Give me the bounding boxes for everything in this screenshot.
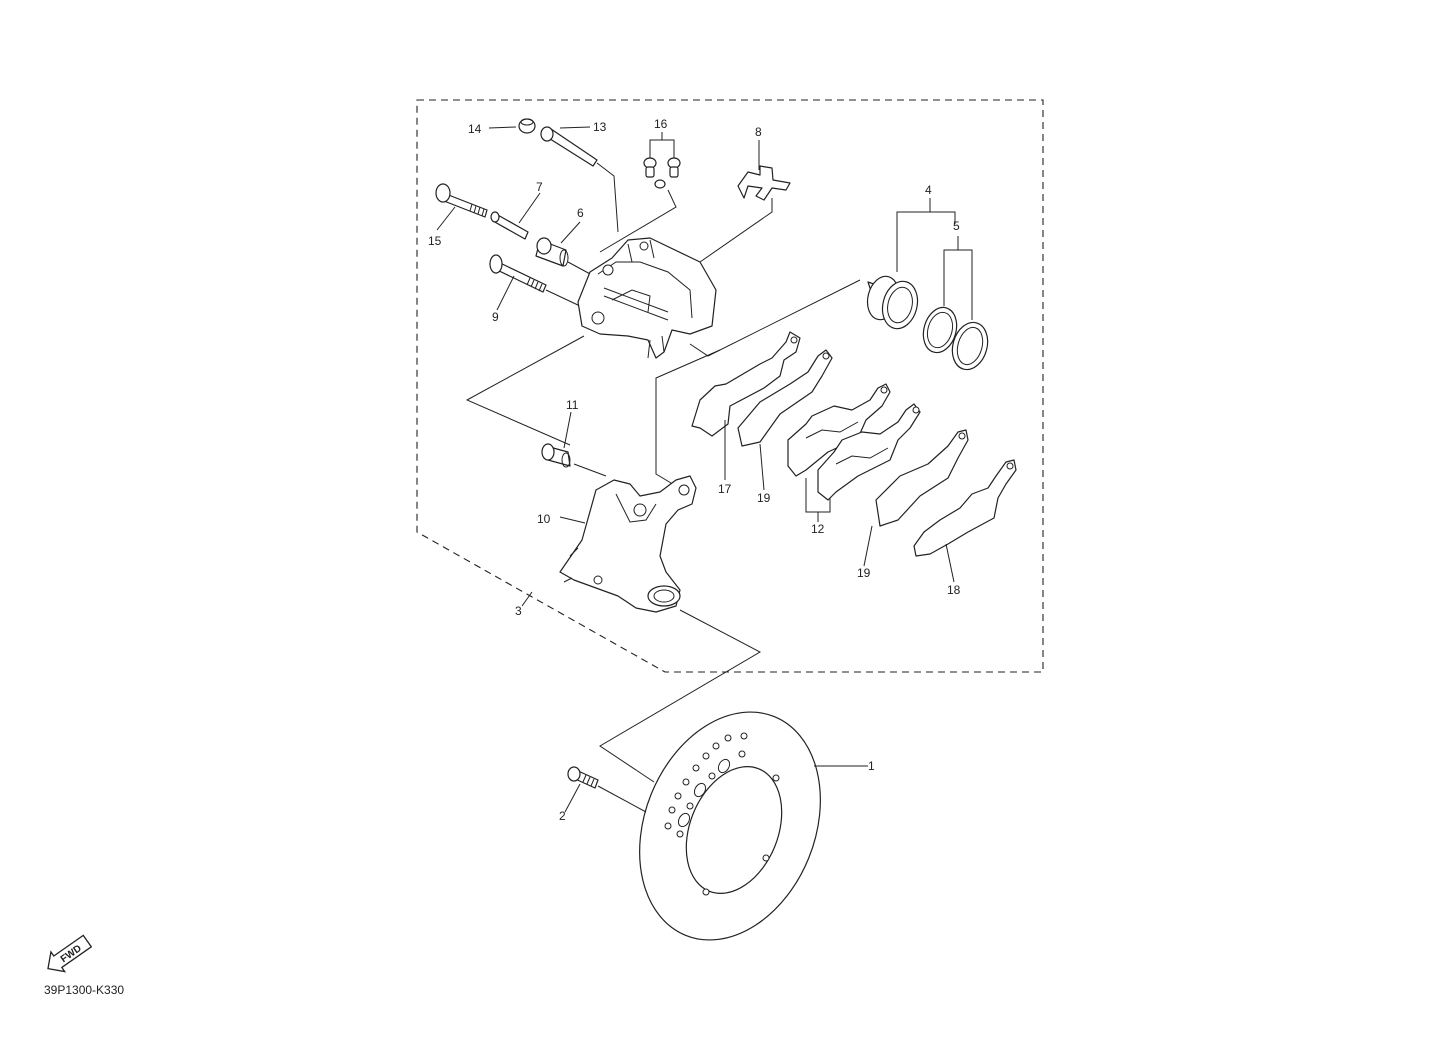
leader-15 — [436, 206, 456, 231]
assembly-line-16 — [599, 189, 677, 253]
callout-labels: 1 2 3 4 5 6 7 8 9 10 11 12 13 14 15 16 1… — [428, 117, 961, 823]
callout-10: 10 — [537, 512, 551, 526]
assembly-line-piston — [689, 279, 861, 357]
part-19-shim-left[interactable] — [737, 349, 833, 447]
part-14-cap[interactable] — [518, 118, 536, 134]
leader-2 — [564, 783, 581, 813]
part-8-pad-spring[interactable] — [737, 165, 791, 201]
leader-11 — [563, 411, 572, 449]
assembly-line-9 — [545, 289, 581, 307]
leader-19-left — [759, 443, 765, 491]
part-12-brake-pads[interactable] — [787, 383, 921, 501]
callout-9: 9 — [492, 310, 499, 324]
callout-19-right: 19 — [857, 566, 871, 580]
assembly-line-11 — [465, 335, 585, 446]
caliper-assembly-frame — [416, 99, 1044, 673]
part-1-brake-disc[interactable] — [607, 685, 853, 967]
part-6-boot[interactable] — [535, 237, 569, 267]
part-10-caliper-bracket[interactable] — [559, 475, 697, 613]
callout-3: 3 — [515, 604, 522, 618]
leader-18 — [945, 543, 955, 583]
part-15-bolt[interactable] — [435, 183, 488, 218]
leader-14 — [488, 126, 517, 129]
part-5-seals[interactable] — [918, 303, 993, 373]
callout-13: 13 — [593, 120, 607, 134]
callout-16: 16 — [654, 117, 668, 131]
part-4-piston[interactable] — [863, 273, 922, 332]
callout-11: 11 — [566, 398, 579, 412]
part-7-pin[interactable] — [490, 211, 529, 240]
part-19-shim-right[interactable] — [875, 429, 969, 527]
part-17-pad-support[interactable] — [691, 331, 801, 437]
part-11-boot[interactable] — [541, 443, 571, 468]
drawing-code: 39P1300-K330 — [44, 983, 125, 997]
assembly-line-disc — [599, 609, 762, 783]
callout-4: 4 — [925, 183, 932, 197]
callout-19-left: 19 — [757, 491, 771, 505]
callout-7: 7 — [536, 180, 543, 194]
part-18-pad-support[interactable] — [913, 459, 1017, 557]
leader-19-right — [863, 525, 873, 567]
leader-6 — [560, 221, 581, 244]
bracket-16 — [649, 139, 675, 158]
callout-17: 17 — [718, 482, 732, 496]
callout-12: 12 — [811, 522, 825, 536]
assembly-line-11b — [573, 463, 607, 477]
leader-3 — [521, 591, 533, 607]
callout-1: 1 — [868, 759, 875, 773]
part-2-disc-bolt[interactable] — [567, 766, 599, 789]
forward-direction-arrow-icon: FWD — [47, 934, 93, 973]
part-16-bolts[interactable] — [643, 157, 681, 189]
leader-10 — [559, 516, 586, 524]
assembly-line-2 — [597, 785, 647, 813]
callout-2: 2 — [559, 809, 566, 823]
assembly-line-bracket — [655, 349, 721, 487]
caliper-body[interactable] — [577, 237, 717, 359]
leader-13 — [559, 126, 591, 129]
leader-7 — [518, 192, 541, 224]
bracket-4 — [896, 211, 956, 272]
assembly-line-13 — [596, 162, 619, 233]
callout-8: 8 — [755, 125, 762, 139]
callout-15: 15 — [428, 234, 442, 248]
part-9-bolt[interactable] — [489, 254, 547, 293]
assembly-line-8 — [699, 198, 773, 263]
callout-5: 5 — [953, 219, 960, 233]
callout-6: 6 — [577, 206, 584, 220]
assembly-line-6 — [567, 261, 593, 276]
callout-18: 18 — [947, 583, 961, 597]
callout-14: 14 — [468, 122, 482, 136]
part-13-bleed-pin[interactable] — [540, 126, 598, 167]
leader-9 — [496, 275, 515, 311]
